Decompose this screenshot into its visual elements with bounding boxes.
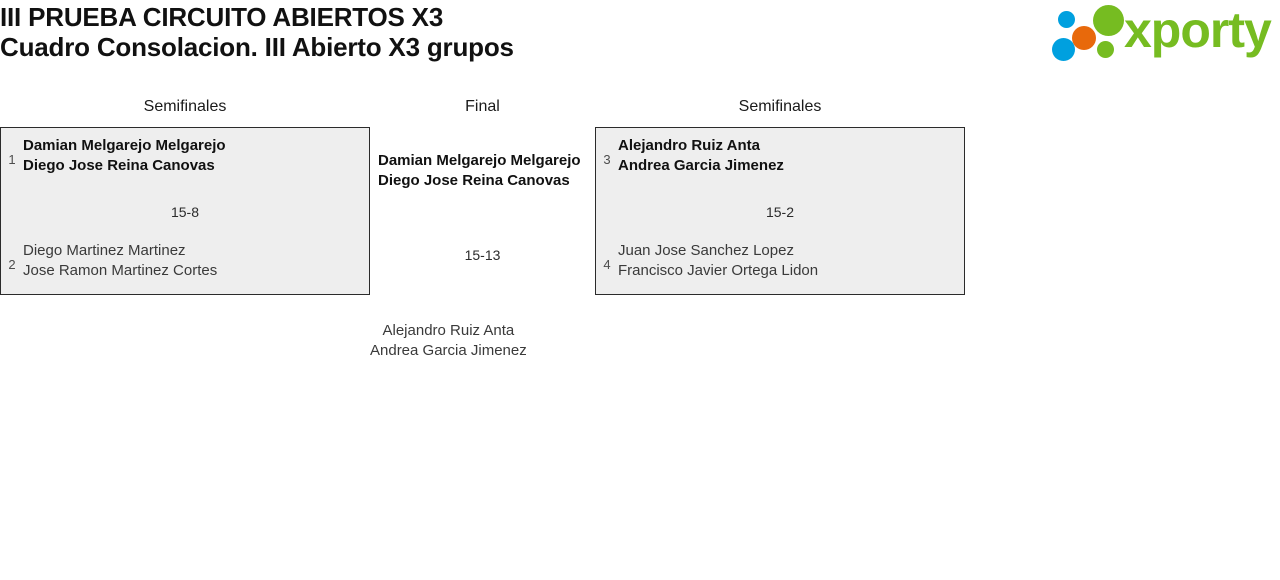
final-winner-players: Damian Melgarejo Melgarejo Diego Jose Re… <box>378 151 581 191</box>
final-winner-team[interactable]: Damian Melgarejo Melgarejo Diego Jose Re… <box>378 151 595 191</box>
semifinal-right-bottom-player-2: Francisco Javier Ortega Lidon <box>618 262 819 279</box>
semifinal-left-seed-top: 1 <box>8 152 16 167</box>
title-line-2: Cuadro Consolacion. III Abierto X3 grupo… <box>0 32 514 62</box>
final-winner-player-1: Damian Melgarejo Melgarejo <box>378 152 581 169</box>
semifinal-left-team-top[interactable]: 1 Damian Melgarejo Melgarejo Diego Jose … <box>1 136 226 176</box>
logo-dot-blue-bottom-icon <box>1052 38 1075 61</box>
semifinal-left-players-top: Damian Melgarejo Melgarejo Diego Jose Re… <box>23 136 226 176</box>
xporty-logo[interactable]: xporty <box>1046 2 1272 61</box>
logo-dot-orange-icon <box>1072 26 1096 50</box>
semifinal-right-team-top[interactable]: 3 Alejandro Ruiz Anta Andrea Garcia Jime… <box>596 136 784 176</box>
semifinal-left-top-player-2: Diego Jose Reina Canovas <box>23 157 215 174</box>
semifinal-right-seed-top: 3 <box>603 152 611 167</box>
semifinal-right-bottom-player-1: Juan Jose Sanchez Lopez <box>618 242 794 259</box>
final-score: 15-13 <box>464 247 501 263</box>
semifinal-right-players-top: Alejandro Ruiz Anta Andrea Garcia Jimene… <box>618 136 784 176</box>
final-runnerup-player-2: Andrea Garcia Jimenez <box>370 342 527 359</box>
semifinal-left-bottom-player-1: Diego Martinez Martinez <box>23 242 186 259</box>
semifinal-right-top-player-1: Alejandro Ruiz Anta <box>618 137 760 154</box>
match-semifinal-left[interactable]: 1 Damian Melgarejo Melgarejo Diego Jose … <box>0 127 370 295</box>
final-winner-player-2: Diego Jose Reina Canovas <box>378 172 570 189</box>
semifinal-right-score: 15-2 <box>765 204 795 220</box>
semifinal-left-score: 15-8 <box>170 204 200 220</box>
page-title: III PRUEBA CIRCUITO ABIERTOS X3 Cuadro C… <box>0 2 900 62</box>
final-runnerup-players: Alejandro Ruiz Anta Andrea Garcia Jimene… <box>370 321 527 361</box>
match-final[interactable]: Damian Melgarejo Melgarejo Diego Jose Re… <box>370 127 595 367</box>
logo-dot-blue-top-icon <box>1058 11 1075 28</box>
title-line-1: III PRUEBA CIRCUITO ABIERTOS X3 <box>0 2 444 32</box>
final-runnerup-team[interactable]: Alejandro Ruiz Anta Andrea Garcia Jimene… <box>370 321 595 361</box>
logo-dot-green-large-icon <box>1093 5 1124 36</box>
semifinal-left-seed-bottom: 2 <box>8 257 16 272</box>
round-heading-semifinal-right: Semifinales <box>738 98 822 115</box>
logo-dots-icon <box>1046 3 1130 61</box>
round-heading-final: Final <box>465 98 500 115</box>
final-runnerup-player-1: Alejandro Ruiz Anta <box>382 322 515 339</box>
semifinal-right-seed-bottom: 4 <box>603 257 611 272</box>
logo-dot-green-small-icon <box>1097 41 1114 58</box>
semifinal-left-team-bottom[interactable]: 2 Diego Martinez Martinez Jose Ramon Mar… <box>1 241 217 281</box>
round-heading-semifinal-left: Semifinales <box>143 98 227 115</box>
page-header: III PRUEBA CIRCUITO ABIERTOS X3 Cuadro C… <box>0 0 1280 80</box>
logo-wordmark: xporty <box>1124 2 1272 58</box>
semifinal-left-bottom-player-2: Jose Ramon Martinez Cortes <box>23 262 218 279</box>
semifinal-right-team-bottom[interactable]: 4 Juan Jose Sanchez Lopez Francisco Javi… <box>596 241 818 281</box>
semifinal-right-players-bottom: Juan Jose Sanchez Lopez Francisco Javier… <box>618 241 818 281</box>
match-semifinal-right[interactable]: 3 Alejandro Ruiz Anta Andrea Garcia Jime… <box>595 127 965 295</box>
semifinal-left-top-player-1: Damian Melgarejo Melgarejo <box>23 137 226 154</box>
semifinal-right-top-player-2: Andrea Garcia Jimenez <box>618 157 784 174</box>
semifinal-left-players-bottom: Diego Martinez Martinez Jose Ramon Marti… <box>23 241 217 281</box>
